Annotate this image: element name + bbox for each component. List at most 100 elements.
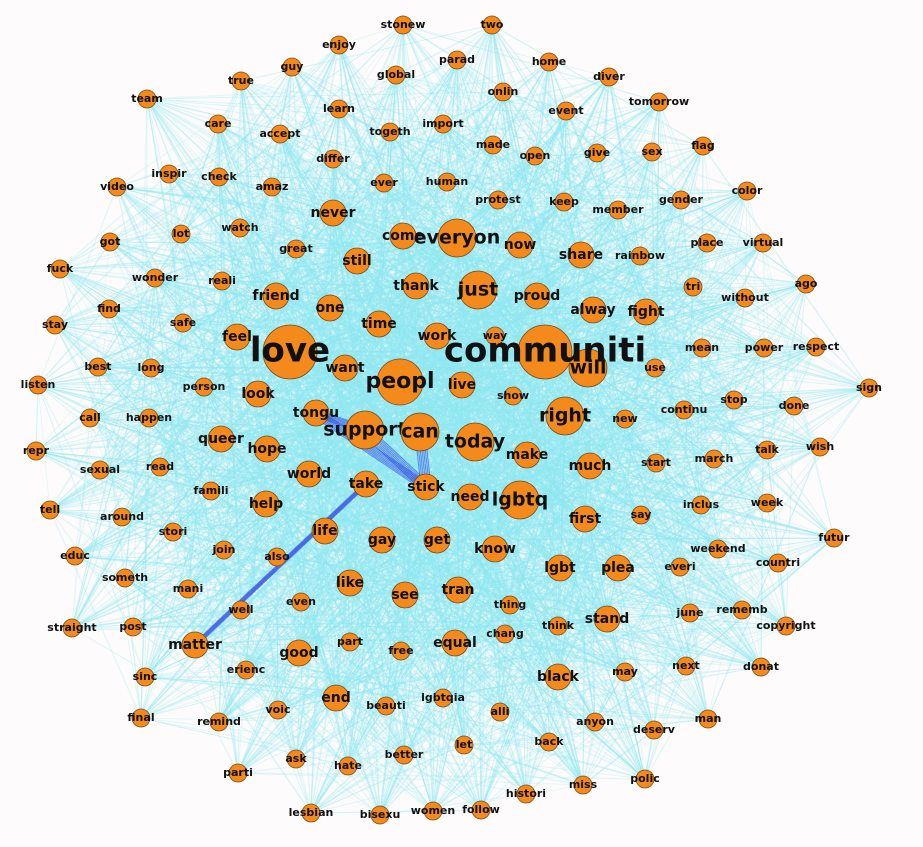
edge-see-next (404, 594, 687, 667)
edge-lgbt-bisexu (379, 567, 561, 816)
node-label-may: may (612, 665, 638, 678)
edge-just-check (218, 176, 479, 291)
edge-world-true (240, 80, 310, 475)
edge-good-event (298, 110, 567, 654)
node-label-lgbt: lgbt (544, 560, 576, 576)
node-label-man: man (695, 712, 722, 725)
edge-lgbtq-can (419, 431, 521, 501)
edge-proud-onlin (502, 91, 538, 297)
edge-today-open (474, 155, 536, 443)
edge-end-gay (335, 539, 383, 699)
edge-love-mean (289, 347, 703, 353)
edge-alway-now (519, 244, 594, 311)
edge-proud-made (492, 144, 538, 297)
edge-matter-home (194, 61, 550, 646)
node-label-sex: sex (641, 145, 662, 158)
node-label-fuck: fuck (47, 262, 74, 275)
edge-help-member (265, 209, 619, 505)
edge-can-like (349, 431, 421, 584)
node-label-weekend: weekend (690, 542, 745, 555)
node-label-new: new (612, 412, 637, 425)
edge-just-diver (477, 76, 610, 291)
node-label-learn: learn (323, 102, 355, 115)
edge-first-communiti (544, 351, 586, 520)
edge-tran-start (457, 462, 657, 591)
edge-continu-sign (683, 387, 870, 411)
edge-plea-follow (480, 567, 619, 811)
edge-can-stand (419, 431, 608, 620)
node-label-parti: parti (223, 766, 253, 779)
edge-support-part (349, 429, 366, 643)
edge-share-look (257, 254, 582, 395)
edge-everyon-support (364, 237, 458, 431)
edge-just-deserv (477, 289, 655, 731)
edge-hope-two (266, 24, 493, 450)
edge-work-world (308, 335, 438, 475)
node-label-parad: parad (439, 53, 475, 66)
edge-work-countri (436, 335, 779, 564)
edge-still-fuck (59, 260, 358, 270)
edge-alway-stonew (402, 24, 594, 311)
edge-look-tri (257, 286, 694, 395)
edge-love-bisexu (289, 351, 381, 816)
edge-see-work (404, 335, 438, 596)
edge-life-done (324, 405, 795, 532)
node-label-support: support (323, 419, 407, 441)
edge-now-show (512, 244, 521, 397)
edge-gay-continu (381, 409, 685, 541)
node-label-best: best (84, 360, 111, 373)
edge-peopl-hate (347, 381, 401, 767)
edge-lgbtq-gay (381, 499, 521, 541)
edge-today-famili (210, 441, 476, 492)
node-label-chang: chang (486, 627, 523, 640)
edge-take-true (240, 80, 367, 485)
node-miss: miss (569, 775, 598, 795)
edge-feel-now (236, 244, 521, 338)
edge-look-week (257, 393, 768, 504)
edge-come-proud (402, 235, 538, 297)
edge-queer-better (220, 438, 405, 756)
edge-still-gay (356, 260, 383, 541)
edge-proud-sex (536, 151, 653, 297)
node-label-remind: remind (197, 715, 241, 728)
edge-make-member (526, 209, 619, 456)
edge-take-next (365, 483, 687, 667)
node-label-everi: everi (664, 560, 695, 573)
edge-gay-thing (381, 539, 511, 606)
edge-feel-virtual (236, 242, 764, 338)
edge-now-safe (182, 244, 521, 324)
edge-peopl-miss (399, 381, 584, 786)
node-label-back: back (534, 735, 564, 748)
edge-love-care (217, 123, 291, 353)
node-label-countri: countri (756, 556, 800, 569)
edge-just-without (477, 289, 746, 299)
node-label-donat: donat (743, 660, 779, 673)
edge-peopl-use (399, 367, 656, 383)
edge-never-world (308, 212, 334, 475)
node-histori: histori (506, 784, 546, 804)
edge-everyon-alli (456, 237, 501, 713)
edge-much-beauti (385, 465, 591, 707)
edge-lgbtq-educ (74, 499, 521, 557)
edge-get-world (308, 473, 438, 541)
edge-good-great (295, 248, 300, 654)
edge-plea-june (617, 567, 691, 614)
edge-everyon-fuck (59, 237, 458, 270)
edge-black-first (557, 518, 586, 678)
edge-good-bisexu (298, 652, 381, 816)
node-bisexu: bisexu (360, 805, 400, 825)
edge-today-accept (279, 133, 476, 443)
edge-make-continu (526, 409, 685, 456)
edge-feel-take (236, 336, 367, 485)
edge-need-plea (469, 496, 619, 569)
edge-end-sinc (144, 676, 337, 699)
node-label-better: better (385, 748, 424, 761)
edge-matter-new (194, 418, 626, 646)
edge-everyon-polic (456, 237, 646, 780)
node-label-around: around (100, 510, 144, 523)
node-label-talk: talk (755, 443, 779, 456)
node-label-amaz: amaz (256, 180, 289, 193)
edge-lgbtq-listen (37, 384, 521, 501)
edge-friend-guy (275, 66, 293, 297)
edge-live-famili (210, 384, 463, 492)
